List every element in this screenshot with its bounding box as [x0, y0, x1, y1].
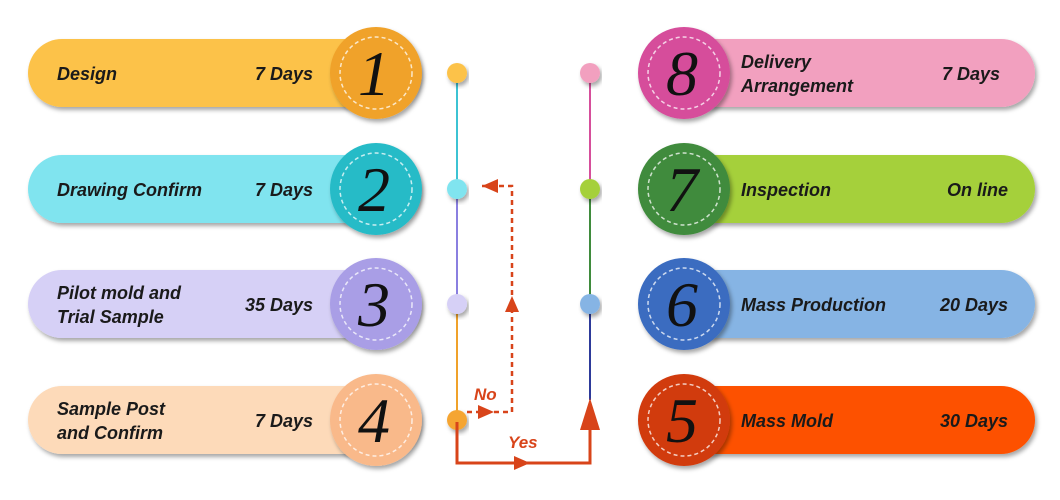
step-number: 3	[357, 269, 390, 340]
dashed-ring-icon	[647, 267, 721, 341]
step-2: 2 Drawing Confirm 7 Days	[28, 143, 422, 235]
no-label: No	[474, 385, 497, 404]
decision-flow: No Yes	[455, 179, 600, 470]
yes-arrowhead-up	[580, 398, 600, 430]
step-number: 7	[666, 154, 701, 225]
step-number-badge	[638, 27, 730, 119]
no-loop-arrow	[467, 184, 514, 414]
step-duration: On line	[947, 180, 1008, 200]
step-1: 1 Design 7 Days	[28, 27, 422, 119]
step-pill	[28, 270, 420, 338]
step-duration: 7 Days	[255, 411, 313, 431]
timeline-dot-2	[447, 179, 467, 199]
step-title: Trial Sample	[57, 307, 164, 327]
dashed-ring-icon	[647, 383, 721, 457]
no-arrowhead-left	[482, 179, 498, 193]
dashed-ring-icon	[339, 36, 413, 110]
step-number-badge	[330, 374, 422, 466]
step-number-badge	[330, 27, 422, 119]
step-pill	[28, 39, 420, 107]
step-title: Mass Production	[741, 295, 886, 315]
step-pill	[640, 386, 1035, 454]
step-number-badge	[638, 374, 730, 466]
step-title: and Confirm	[57, 423, 163, 443]
step-duration: 20 Days	[939, 295, 1008, 315]
step-title: Sample Post	[57, 399, 166, 419]
step-5: 5 Mass Mold 30 Days	[638, 374, 1035, 466]
step-number: 1	[358, 38, 390, 109]
timeline-dot-4	[447, 410, 467, 430]
step-title: Delivery	[741, 52, 812, 72]
step-4: 4 Sample Post and Confirm 7 Days	[28, 374, 422, 466]
yes-arrowhead-right	[514, 456, 530, 470]
no-arrowhead-up	[505, 296, 519, 312]
step-number: 4	[358, 385, 390, 456]
step-duration: 7 Days	[942, 64, 1000, 84]
step-pill	[640, 270, 1035, 338]
step-duration: 30 Days	[940, 411, 1008, 431]
step-number: 2	[358, 154, 390, 225]
step-number-badge	[638, 143, 730, 235]
step-pill	[28, 155, 420, 223]
timeline-dot-1	[447, 63, 467, 83]
step-title: Pilot mold and	[57, 283, 182, 303]
step-title: Inspection	[741, 180, 831, 200]
step-number-badge	[330, 143, 422, 235]
step-number-badge	[330, 258, 422, 350]
step-duration: 7 Days	[255, 64, 313, 84]
step-pill	[640, 155, 1035, 223]
step-duration: 7 Days	[255, 180, 313, 200]
step-number: 5	[666, 385, 698, 456]
dashed-ring-icon	[647, 36, 721, 110]
step-title: Design	[57, 64, 117, 84]
timeline-dot-7	[580, 179, 600, 199]
dashed-ring-icon	[339, 267, 413, 341]
no-arrowhead-right	[478, 405, 494, 419]
step-pill	[28, 386, 420, 454]
step-number: 8	[666, 38, 698, 109]
yes-label: Yes	[508, 433, 538, 452]
step-number-badge	[638, 258, 730, 350]
dashed-ring-icon	[339, 383, 413, 457]
timeline-dot-6	[580, 294, 600, 314]
timeline-dot-8	[580, 63, 600, 83]
step-title: Mass Mold	[741, 411, 834, 431]
dashed-ring-icon	[339, 152, 413, 226]
step-title: Arrangement	[740, 76, 854, 96]
step-7: 7 Inspection On line	[638, 143, 1035, 235]
step-6: 6 Mass Production 20 Days	[638, 258, 1035, 350]
step-number: 6	[666, 269, 698, 340]
step-title: Drawing Confirm	[57, 180, 202, 200]
step-pill	[640, 39, 1035, 107]
timeline-dot-3	[447, 294, 467, 314]
step-duration: 35 Days	[245, 295, 313, 315]
dashed-ring-icon	[647, 152, 721, 226]
